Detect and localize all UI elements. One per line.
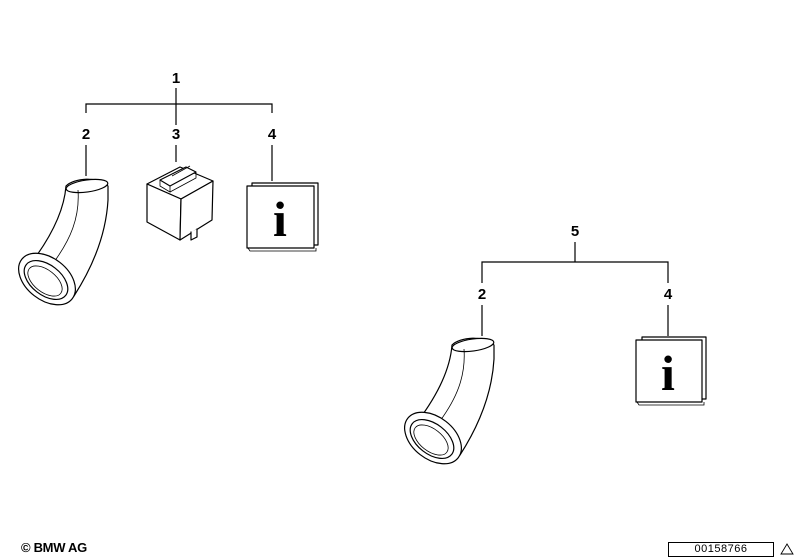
leader-bracket-5	[481, 242, 669, 283]
air-duct-part[interactable]	[395, 336, 495, 474]
callout-1-4[interactable]: 4	[268, 126, 277, 143]
info-sheet-icon: i	[273, 191, 287, 247]
kit-group-5: 5 2 4 i	[395, 223, 707, 474]
callout-1[interactable]: 1	[172, 70, 180, 87]
info-sheet-icon: i	[661, 345, 675, 401]
callout-5[interactable]: 5	[571, 223, 579, 240]
kit-group-1: 1 2 3 4	[9, 70, 319, 315]
callout-5-2[interactable]: 2	[478, 286, 486, 303]
leader-bracket-1	[85, 88, 273, 125]
info-sheet-part[interactable]: i	[635, 336, 707, 406]
info-sheet-part[interactable]: i	[246, 182, 319, 252]
callout-1-2[interactable]: 2	[82, 126, 90, 143]
relay-part[interactable]	[146, 165, 214, 241]
callout-1-3[interactable]: 3	[172, 126, 180, 143]
warning-triangle-icon	[780, 543, 794, 555]
air-duct-part[interactable]	[9, 177, 109, 315]
copyright-label: © BMW AG	[21, 540, 87, 555]
callout-5-4[interactable]: 4	[664, 286, 673, 303]
diagram-number: 00158766	[668, 542, 774, 557]
